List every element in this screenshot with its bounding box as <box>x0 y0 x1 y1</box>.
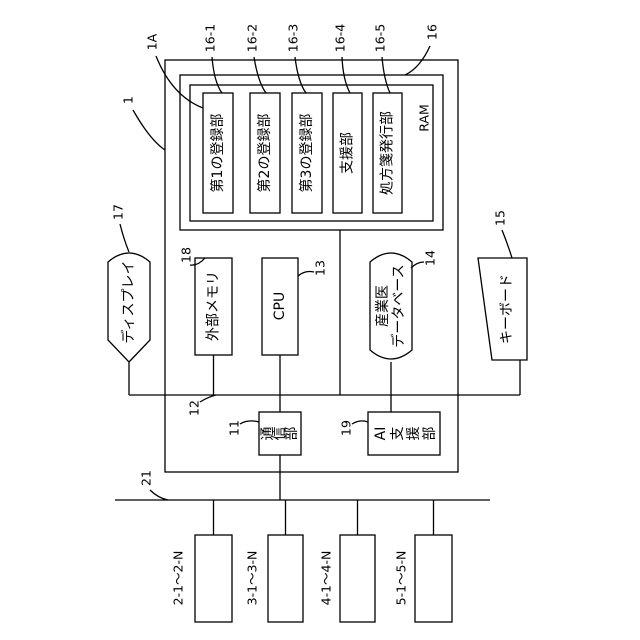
unit-label-registration-2: 第2の登録部 <box>256 114 273 193</box>
terminal-box-4 <box>340 535 375 622</box>
display-label: ディスプレイ <box>120 260 137 343</box>
ref-numeral-16-1: 16-1 <box>203 24 218 52</box>
database-label-line-1: 産業医 <box>375 285 391 327</box>
terminal-box-5 <box>415 535 452 622</box>
terminal-box-3 <box>268 535 303 622</box>
cpu-label: CPU <box>272 292 288 320</box>
ref-numeral-17: 17 <box>111 204 126 220</box>
terminal-label-3: 3-1〜3-N <box>245 551 260 606</box>
terminal-box-2 <box>195 535 232 622</box>
ai-support-char: 部 <box>422 427 438 441</box>
ref-numeral-19: 19 <box>339 420 354 436</box>
ref-numeral-15: 15 <box>493 210 508 226</box>
external-memory-label: 外部メモリ <box>206 271 222 341</box>
keyboard-label: キーボード <box>499 274 515 344</box>
ref-numeral-14: 14 <box>423 250 438 266</box>
ref-numeral-16-2: 16-2 <box>245 24 260 52</box>
ai-support-char: 援 <box>406 427 422 441</box>
unit-label-registration-1: 第1の登録部 <box>209 114 226 193</box>
ai-support-char: 支 <box>390 427 406 441</box>
ref-numeral-11: 11 <box>227 420 242 436</box>
ref-numeral-16-3: 16-3 <box>286 24 301 52</box>
ref-numeral-18: 18 <box>179 247 194 263</box>
ref-numeral-21: 21 <box>139 470 154 486</box>
communication-char: 部 <box>284 427 300 441</box>
database-label-line-2: データベース <box>390 264 407 347</box>
terminal-label-2: 2-1〜2-N <box>171 551 186 606</box>
ref-numeral-16-4: 16-4 <box>333 24 348 52</box>
terminal-label-5: 5-1〜5-N <box>394 551 409 606</box>
ram-label: RAM <box>417 104 432 132</box>
unit-label-support: 支援部 <box>340 132 356 174</box>
ref-numeral-16: 16 <box>425 24 440 40</box>
ai-support-char: AI <box>373 427 389 441</box>
unit-label-prescription: 処方箋発行部 <box>380 111 396 195</box>
ref-numeral-16-5: 16-5 <box>373 24 388 52</box>
ref-numeral-12: 12 <box>187 400 202 416</box>
ref-numeral-13: 13 <box>313 260 328 276</box>
unit-label-registration-3: 第3の登録部 <box>298 114 315 193</box>
ref-numeral-1a: 1A <box>145 33 160 50</box>
ref-numeral-1: 1 <box>121 96 136 104</box>
terminal-label-4: 4-1〜4-N <box>319 551 334 606</box>
